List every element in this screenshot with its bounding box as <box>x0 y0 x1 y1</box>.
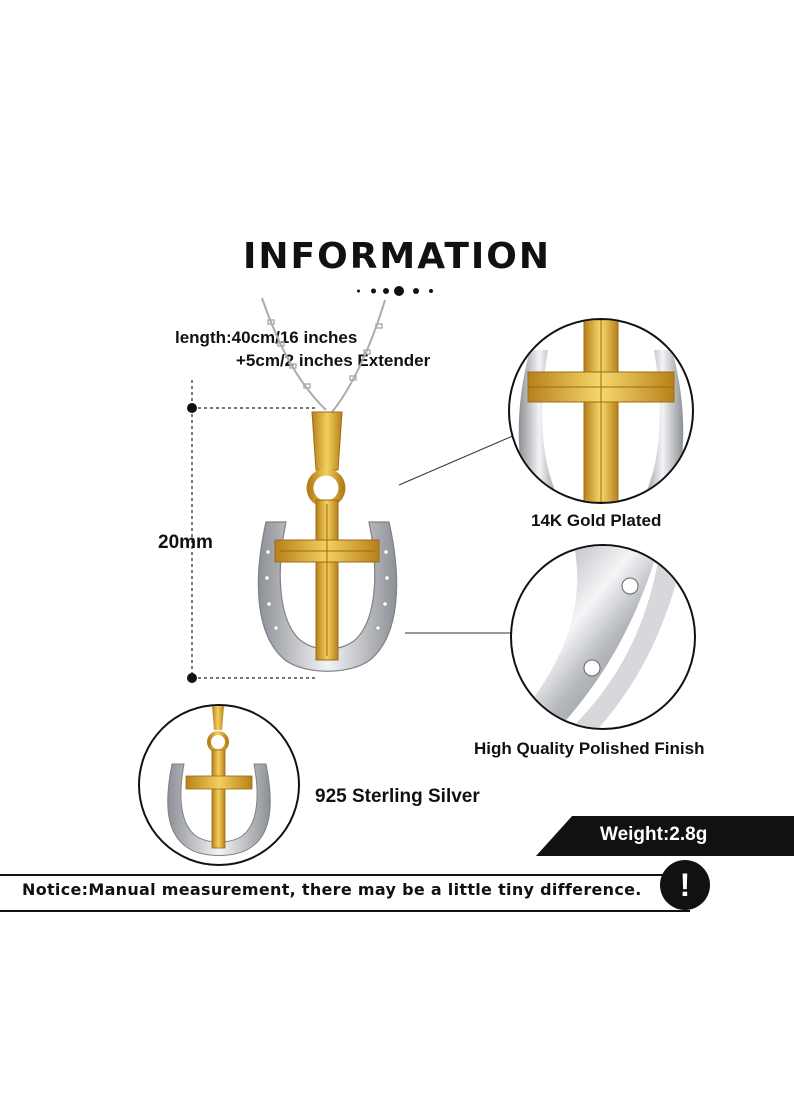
exclamation-icon: ! <box>660 860 710 910</box>
notice-text: Notice:Manual measurement, there may be … <box>22 880 642 899</box>
weight-banner <box>536 816 794 856</box>
dimension-top-dot <box>187 403 197 413</box>
dimension-bottom-dot <box>187 673 197 683</box>
polished-finish-closeup <box>512 546 685 728</box>
sterling-silver-label: 925 Sterling Silver <box>315 786 480 807</box>
title-dots-decoration <box>357 285 439 297</box>
notice-bar <box>0 874 690 912</box>
gold-detail-circle <box>508 318 694 504</box>
height-dimension-label: 20mm <box>158 532 213 553</box>
finish-detail-circle <box>510 544 696 730</box>
polished-finish-label: High Quality Polished Finish <box>474 739 705 758</box>
silver-detail-circle <box>138 704 300 866</box>
pendant-small-illustration <box>167 706 271 856</box>
weight-label: Weight:2.8g <box>600 824 708 845</box>
pendant-main-illustration <box>187 297 398 683</box>
gold-cross-closeup <box>518 320 684 502</box>
connector-lines <box>398 434 516 634</box>
length-label: length:40cm/16 inches <box>175 328 358 347</box>
gold-plated-label: 14K Gold Plated <box>531 511 662 530</box>
dimension-lines <box>191 380 316 679</box>
chain <box>261 297 386 413</box>
page-title: INFORMATION <box>242 236 551 277</box>
extender-label: +5cm/2 inches Extender <box>236 351 431 370</box>
